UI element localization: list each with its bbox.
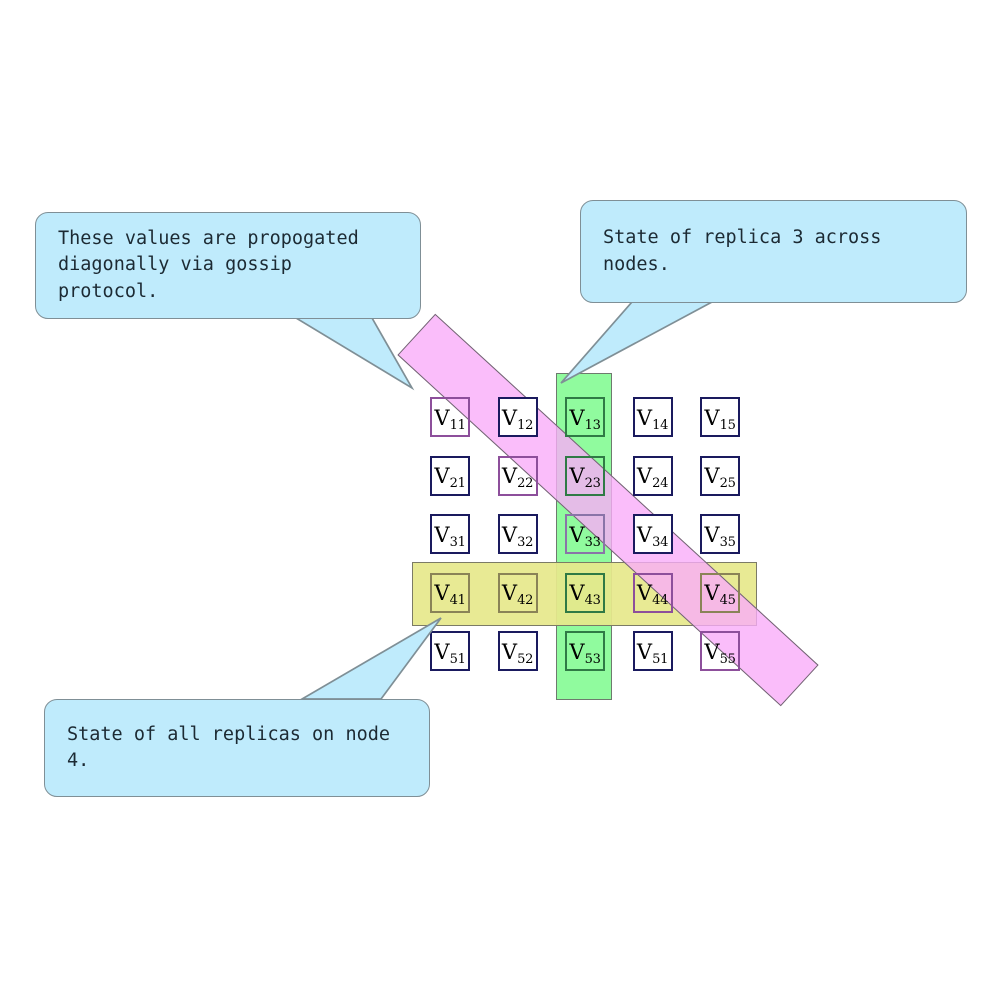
value-cell-label: V22: [501, 464, 534, 492]
value-cell-subscript: 41: [449, 593, 466, 609]
value-cell-subscript: 14: [652, 417, 669, 433]
value-cell-v53[interactable]: V53: [565, 631, 605, 671]
value-cell-label: V35: [704, 522, 736, 550]
value-cell-subscript: 52: [517, 651, 534, 667]
value-cell-subscript: 15: [719, 417, 736, 433]
value-cell-subscript: 23: [584, 476, 601, 492]
value-cell-label: V23: [569, 464, 601, 492]
value-cell-label: V31: [434, 522, 466, 550]
value-cell-label: V42: [501, 581, 534, 609]
value-cell-label: V43: [569, 581, 601, 609]
value-cell-v45[interactable]: V45: [700, 572, 740, 613]
value-cell-v13[interactable]: V13: [565, 397, 605, 437]
value-cell-label: V51: [434, 639, 466, 667]
value-cell-subscript: 42: [517, 593, 534, 609]
value-cell-v34[interactable]: V34: [632, 514, 673, 554]
value-cell-label: V52: [501, 639, 534, 667]
value-cell-label: V15: [704, 405, 736, 433]
value-cell-subscript: 22: [517, 476, 534, 492]
value-cell-v32[interactable]: V32: [497, 514, 538, 554]
value-cell-v52[interactable]: V52: [497, 631, 538, 671]
callout-gossip-protocol[interactable]: These values are propogated diagonally v…: [35, 212, 421, 319]
value-cell-subscript: 31: [449, 534, 466, 550]
value-cell-v22[interactable]: V22: [497, 455, 538, 496]
value-cell-subscript: 45: [719, 593, 736, 609]
value-cell-subscript: 21: [449, 476, 466, 492]
value-cell-label: V14: [636, 405, 669, 433]
value-cell-subscript: 51: [652, 651, 669, 667]
value-cell-v15[interactable]: V15: [700, 397, 740, 437]
value-cell-subscript: 51: [449, 651, 466, 667]
value-cell-subscript: 24: [652, 476, 669, 492]
callout-replica-3[interactable]: State of replica 3 across nodes.: [580, 200, 967, 303]
value-cell-label: V13: [569, 405, 601, 433]
value-cell-label: V32: [501, 522, 534, 550]
value-cell-label: V25: [704, 464, 736, 492]
value-cell-subscript: 35: [719, 534, 736, 550]
value-cell-v43[interactable]: V43: [565, 572, 605, 613]
value-cell-label: V41: [434, 581, 466, 609]
value-cell-v11[interactable]: V11: [430, 397, 470, 437]
value-cell-subscript: 53: [584, 651, 601, 667]
value-cell-subscript: 25: [719, 476, 736, 492]
value-cell-v44[interactable]: V44: [632, 572, 673, 613]
value-cell-subscript: 44: [652, 593, 669, 609]
value-cell-v41[interactable]: V41: [430, 572, 470, 613]
value-cell-subscript: 32: [517, 534, 534, 550]
value-cell-v21[interactable]: V21: [430, 455, 470, 496]
value-cell-label: V33: [569, 522, 601, 550]
value-cell-v55[interactable]: V55: [700, 631, 740, 671]
value-cell-label: V51: [636, 639, 669, 667]
value-cell-label: V21: [434, 464, 466, 492]
value-cell-v14[interactable]: V14: [632, 397, 673, 437]
callout-node-4[interactable]: State of all replicas on node 4.: [44, 699, 430, 797]
value-cell-label: V12: [501, 405, 534, 433]
value-cell-v35[interactable]: V35: [700, 514, 740, 554]
value-cell-subscript: 43: [584, 593, 601, 609]
value-cell-v23[interactable]: V23: [565, 455, 605, 496]
value-cell-label: V45: [704, 581, 736, 609]
value-cell-subscript: 11: [449, 417, 466, 433]
value-cell-v12[interactable]: V12: [497, 397, 538, 437]
value-cell-label: V34: [636, 522, 669, 550]
callout-gossip-text: These values are propogated diagonally v…: [58, 228, 359, 302]
value-cell-label: V44: [636, 581, 669, 609]
value-cell-label: V55: [704, 639, 736, 667]
value-cell-v24[interactable]: V24: [632, 455, 673, 496]
value-cell-label: V53: [569, 639, 601, 667]
value-cell-v31[interactable]: V31: [430, 514, 470, 554]
value-cell-v51[interactable]: V51: [430, 631, 470, 671]
value-cell-label: V24: [636, 464, 669, 492]
value-cell-v51[interactable]: V51: [632, 631, 673, 671]
value-cell-subscript: 12: [517, 417, 534, 433]
value-cell-v33[interactable]: V33: [565, 514, 605, 554]
value-cell-subscript: 13: [584, 417, 601, 433]
value-cell-v25[interactable]: V25: [700, 455, 740, 496]
value-cell-subscript: 34: [652, 534, 669, 550]
value-cell-subscript: 33: [584, 534, 601, 550]
value-cell-subscript: 55: [719, 651, 736, 667]
callout-node-4-text: State of all replicas on node 4.: [67, 723, 391, 771]
value-cell-label: V11: [434, 405, 466, 433]
callout-replica-3-text: State of replica 3 across nodes.: [603, 227, 882, 275]
value-cell-v42[interactable]: V42: [497, 572, 538, 613]
